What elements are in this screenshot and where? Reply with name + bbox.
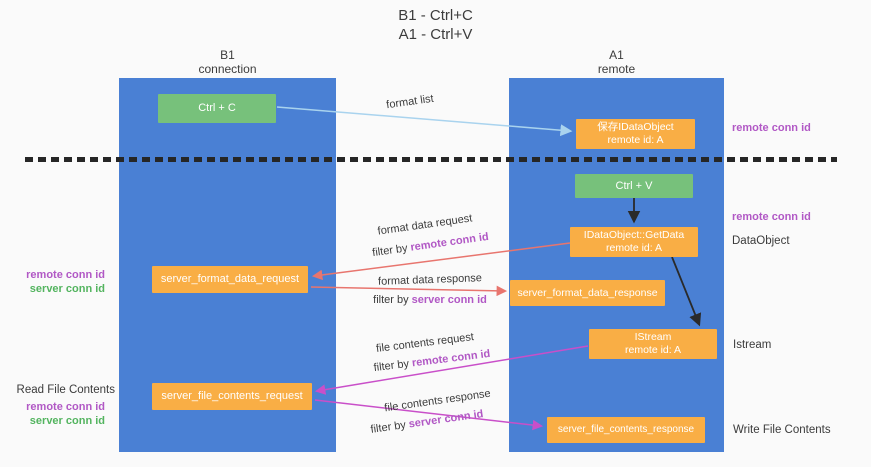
left-column-role: connection xyxy=(198,62,257,76)
write-file-contents-label: Write File Contents xyxy=(733,424,831,436)
server-format-data-request-node: server_format_data_request xyxy=(152,266,308,293)
save-idataobject-line1: 保存IDataObject xyxy=(597,121,674,133)
server-conn-id-text: server conn id xyxy=(407,408,485,431)
right-column-role: remote xyxy=(597,62,636,76)
dataobject-label: DataObject xyxy=(732,235,790,247)
ctrl-c-label: Ctrl + C xyxy=(198,102,236,114)
filter-by-server-conn-id-format-label: filter by server conn id xyxy=(355,294,505,306)
istream-line2: remote id: A xyxy=(624,344,682,356)
format-list-flow-label: format list xyxy=(385,92,435,112)
diagram-title: B1 - Ctrl+C A1 - Ctrl+V xyxy=(0,6,871,44)
ctrl-v-node: Ctrl + V xyxy=(575,174,693,198)
left-column-name: B1 xyxy=(220,48,235,62)
server-file-contents-request-label: server_file_contents_request xyxy=(161,390,303,402)
istream-line1: IStream xyxy=(634,331,672,343)
filter-by-text: filter by xyxy=(373,357,413,375)
getdata-line1: IDataObject::GetData xyxy=(583,229,685,241)
server-conn-id-text: server conn id xyxy=(411,294,487,306)
format-data-response-flow-label: format data response xyxy=(377,272,483,288)
istream-side-label: Istream xyxy=(733,339,772,351)
left-remote-conn-id-format-label: remote conn id xyxy=(26,269,105,281)
format-data-response-arrow xyxy=(310,285,508,297)
filter-by-text: filter by xyxy=(369,418,410,436)
server-format-data-response-label: server_format_data_response xyxy=(517,287,658,299)
left-column-header: B1 connection xyxy=(119,48,336,76)
server-file-contents-request-node: server_file_contents_request xyxy=(152,383,312,410)
server-format-data-response-node: server_format_data_response xyxy=(510,280,665,306)
remote-conn-id-top-label: remote conn id xyxy=(732,122,811,134)
left-server-conn-id-format-label: server conn id xyxy=(29,283,105,295)
filter-by-text: filter by xyxy=(373,294,412,306)
remote-conn-id-text: remote conn id xyxy=(411,347,491,370)
save-idataobject-line2: remote id: A xyxy=(607,134,664,146)
left-remote-conn-id-file-label: remote conn id xyxy=(26,401,105,413)
server-file-contents-response-node: server_file_contents_response xyxy=(547,417,705,443)
ctrl-c-node: Ctrl + C xyxy=(158,94,276,123)
read-file-contents-label: Read File Contents xyxy=(16,384,115,396)
filter-by-text: filter by xyxy=(371,241,412,260)
istream-node: IStream remote id: A xyxy=(589,329,717,359)
right-column-header: A1 remote xyxy=(509,48,724,76)
session-divider-dashed-line xyxy=(25,157,837,162)
left-server-conn-id-file-label: server conn id xyxy=(29,415,105,427)
remote-conn-id-text: remote conn id xyxy=(409,230,490,254)
save-idataobject-node: 保存IDataObject remote id: A xyxy=(576,119,695,149)
getdata-line2: remote id: A xyxy=(605,242,663,254)
title-line-2: A1 - Ctrl+V xyxy=(398,26,473,43)
server-file-contents-response-label: server_file_contents_response xyxy=(557,424,695,435)
remote-conn-id-mid-label: remote conn id xyxy=(732,211,811,223)
title-line-1: B1 - Ctrl+C xyxy=(398,7,473,24)
server-format-data-request-label: server_format_data_request xyxy=(160,273,300,285)
right-column-name: A1 xyxy=(609,48,624,62)
getdata-node: IDataObject::GetData remote id: A xyxy=(570,227,698,257)
ctrl-v-label: Ctrl + V xyxy=(615,180,653,192)
